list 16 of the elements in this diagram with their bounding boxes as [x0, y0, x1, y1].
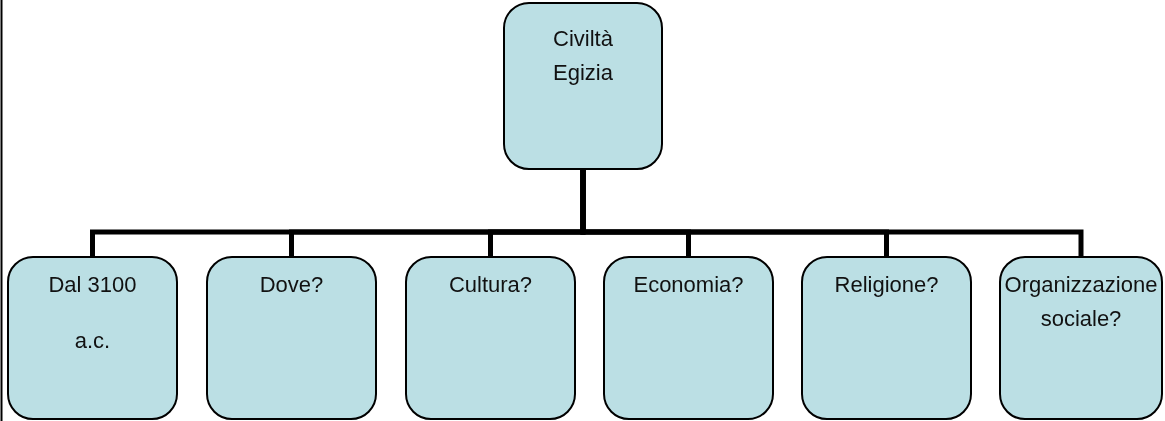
box-text: Cultura?: [448, 271, 533, 299]
topic-box: [603, 256, 774, 420]
topic-box: [206, 256, 377, 420]
connector-line: [580, 170, 1084, 256]
topic-box: [405, 256, 576, 420]
topic-box: [999, 256, 1163, 420]
box-text: Economia?: [633, 271, 744, 299]
box-text: Dove?: [259, 271, 324, 299]
box-text: Civiltà Egizia: [552, 25, 614, 88]
topic-box: [7, 256, 178, 420]
box-text: Religione?: [834, 271, 939, 299]
box-text: Organizzazione sociale?: [1004, 271, 1158, 334]
topic-box: [801, 256, 972, 420]
root-box: [503, 2, 663, 170]
box-text: Dal 3100: [48, 271, 137, 299]
box-text: a.c.: [74, 327, 111, 356]
